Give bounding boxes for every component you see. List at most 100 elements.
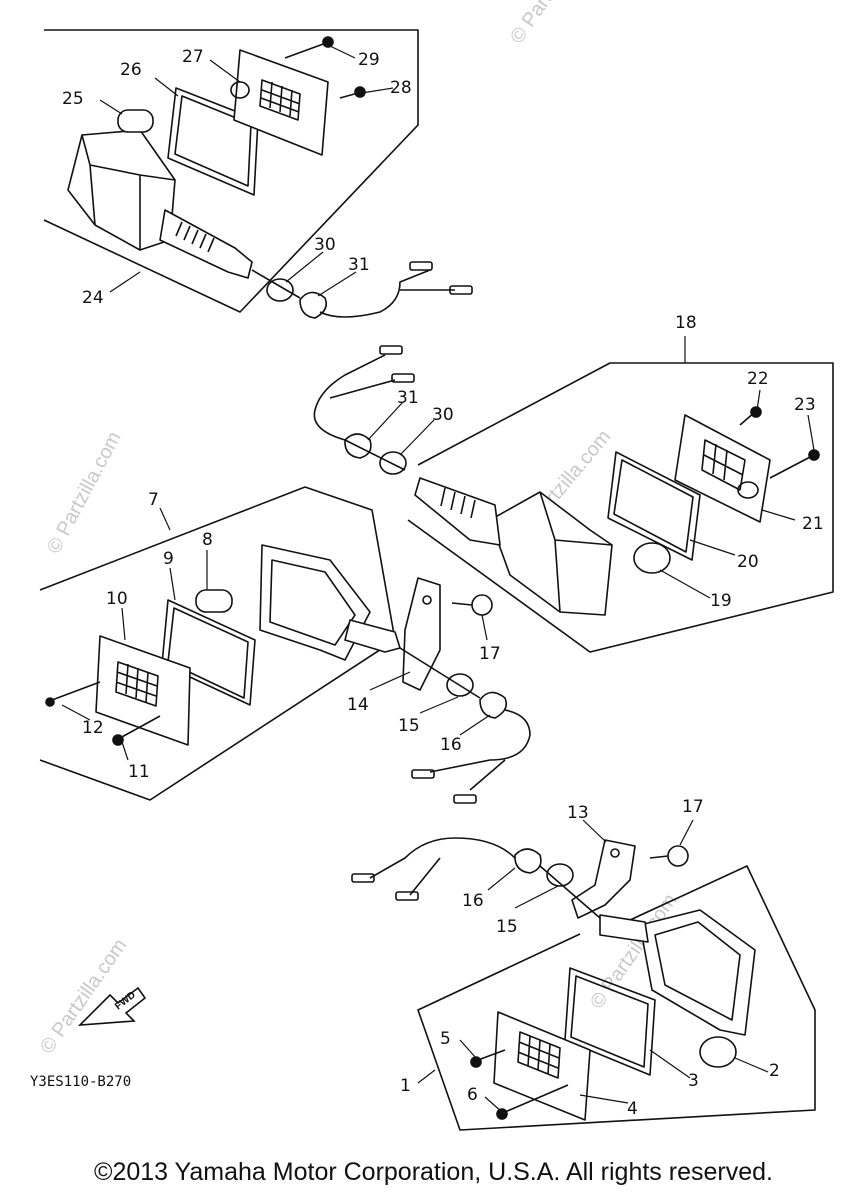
gasket-3 [564, 967, 656, 1076]
bulb-19 [633, 542, 671, 574]
nut-17-bottom [667, 845, 689, 867]
watermark-center: © Partzilla.com [43, 428, 126, 557]
nut-17-mid [471, 594, 493, 616]
gasket-20 [607, 451, 701, 561]
assembly-24-rear-left-flasher [43, 29, 473, 319]
screw-12-head [45, 697, 55, 707]
callout-19: 19 [710, 591, 732, 611]
callout-31a: 31 [348, 255, 370, 275]
callout-6: 6 [467, 1085, 478, 1105]
nut-30-top [266, 278, 294, 302]
screw-29-head [322, 36, 334, 48]
screw-6-head [496, 1108, 508, 1120]
bulb-25 [117, 109, 154, 133]
assembly-1-front-right-flasher [351, 837, 816, 1131]
connector-1a [351, 873, 375, 883]
bracket-14-hole [422, 595, 432, 605]
callouts: 1 2 3 4 5 6 7 8 9 10 11 12 13 14 15 15 1… [62, 47, 824, 1119]
gasket-20-inner [613, 459, 694, 553]
housing-7 [259, 544, 371, 661]
lens-27-grid [259, 79, 301, 121]
connector-24b [449, 285, 473, 295]
connector-18b [391, 373, 415, 383]
assembly-1-frame [417, 865, 816, 1131]
gasket-9-inner [167, 607, 249, 699]
callout-18: 18 [675, 313, 697, 333]
screw-28-head [354, 86, 366, 98]
stem-7 [344, 619, 401, 653]
gasket-9 [161, 599, 256, 706]
stem-1 [599, 914, 649, 943]
callout-22: 22 [747, 369, 769, 389]
housing-24 [67, 129, 176, 251]
stem-24-thread [175, 221, 215, 253]
callout-10: 10 [106, 589, 128, 609]
callout-17a: 17 [479, 644, 501, 664]
callout-23: 23 [794, 395, 816, 415]
lens-10-grid [115, 661, 159, 707]
callout-1: 1 [400, 1076, 411, 1096]
bracket-13 [571, 839, 636, 919]
assembly-24-frame [43, 29, 419, 313]
gasket-26 [167, 87, 259, 196]
callout-21: 21 [802, 514, 824, 534]
callout-2: 2 [769, 1061, 780, 1081]
callout-16b: 16 [462, 891, 484, 911]
housing-7-inner [269, 559, 356, 646]
lens-21-boss [737, 481, 759, 499]
housing-1-inner [654, 921, 741, 1021]
grommet-16-bottom [514, 848, 542, 874]
assembly-7-frame [39, 486, 396, 801]
screw-23-head [808, 449, 820, 461]
screw-23 [769, 455, 813, 479]
gasket-26-inner [174, 95, 252, 187]
housing-1 [639, 909, 756, 1036]
leader-lines [61, 45, 815, 1113]
lens-4-grid [517, 1031, 561, 1079]
callout-8: 8 [202, 530, 213, 550]
screw-22-head [750, 406, 762, 418]
assembly-7-front-left-flasher [39, 486, 531, 804]
bracket-13-hole [610, 848, 620, 858]
lens-21-grid [701, 439, 746, 491]
bolt-17-mid [451, 602, 473, 606]
callout-15a: 15 [398, 716, 420, 736]
grommet-16-mid [479, 691, 508, 719]
screw-11-head [112, 734, 124, 746]
screw-12 [51, 681, 101, 701]
connector-7a [411, 769, 435, 779]
bulb-8 [195, 589, 233, 613]
lens-4 [493, 1011, 591, 1121]
screw-29 [284, 42, 327, 59]
callout-4: 4 [627, 1099, 638, 1119]
wire-1 [369, 837, 601, 919]
wire-24 [251, 269, 455, 318]
callout-24: 24 [82, 288, 104, 308]
callout-12: 12 [82, 718, 104, 738]
wire-7 [399, 647, 531, 791]
callout-30b: 30 [432, 405, 454, 425]
callout-30a: 30 [314, 235, 336, 255]
callout-29: 29 [358, 50, 380, 70]
screw-6 [504, 1084, 569, 1113]
bracket-14 [402, 577, 441, 691]
connector-1b [395, 891, 419, 901]
gasket-3-inner [570, 975, 649, 1068]
callout-14: 14 [347, 695, 369, 715]
stem-24 [159, 209, 253, 279]
callout-17b: 17 [682, 797, 704, 817]
callout-3: 3 [688, 1071, 699, 1091]
housing-18-facets [539, 491, 613, 613]
wire-18 [313, 354, 406, 471]
nut-30-mid [379, 451, 407, 475]
watermark-top: © Partzilla.com [506, 0, 601, 48]
callout-31b: 31 [397, 388, 419, 408]
callout-26: 26 [120, 60, 142, 80]
screw-5-head [470, 1056, 482, 1068]
callout-28: 28 [390, 78, 412, 98]
copyright-notice: ©2013 Yamaha Motor Corporation, U.S.A. A… [94, 1158, 773, 1186]
callout-13: 13 [567, 803, 589, 823]
bulb-2 [699, 1036, 737, 1068]
lens-21 [674, 414, 771, 523]
